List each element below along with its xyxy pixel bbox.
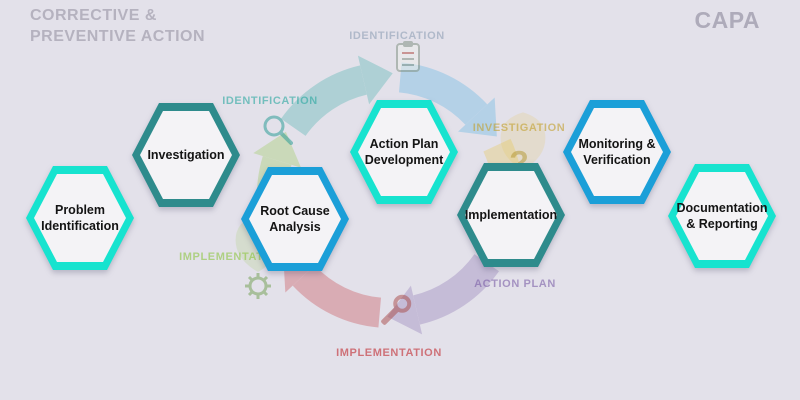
step-documentation-reporting: Documentation & Reporting (668, 164, 776, 268)
cycle-label-identification-left: IDENTIFICATION (222, 95, 318, 107)
watermark-capa: CAPA (694, 7, 760, 33)
step-problem-identification: Problem Identification (26, 166, 134, 270)
cycle-arrow-investigation (398, 62, 497, 137)
shield-shape-yellow (500, 112, 546, 170)
cycle-label-action-plan: ACTION PLAN (474, 278, 556, 290)
cycle-arrow-identification (281, 55, 393, 137)
step-monitoring-verification: Monitoring & Verification (563, 100, 671, 204)
step-investigation: Investigation (132, 103, 240, 207)
step-root-cause-analysis: Root Cause Analysis (241, 167, 349, 271)
cycle-label-identification-top: IDENTIFICATION (349, 30, 445, 42)
step-label: Investigation (147, 147, 225, 162)
cycle-label-investigation: INVESTIGATION (472, 122, 566, 134)
hexagon-fill (249, 175, 341, 263)
step-label: Problem Identification (41, 202, 119, 233)
step-action-plan-development: Action Plan Development (350, 100, 458, 204)
step-label: Root Cause Analysis (260, 203, 330, 234)
step-label: Implementation (464, 207, 558, 222)
step-label: Monitoring & Verification (578, 136, 656, 167)
magnifier-icon (263, 115, 293, 145)
watermark-title-line2: PREVENTIVE ACTION (30, 28, 206, 45)
gear-icon (245, 273, 271, 299)
clipboard-icon (396, 41, 420, 72)
hexagon-fill (34, 174, 126, 262)
cycle-label-implementation: IMPLEMENTATION (336, 347, 442, 359)
cycle-label-implementation-left: IMPLEMENTATION (179, 251, 285, 263)
step-label: Action Plan Development (364, 136, 444, 167)
hexagon-fill (358, 108, 450, 196)
step-label: Documentation & Reporting (676, 200, 768, 231)
step-implementation: Implementation (457, 163, 565, 267)
watermark-title-line1: CORRECTIVE & (30, 7, 157, 24)
wrench-icon (381, 294, 412, 325)
